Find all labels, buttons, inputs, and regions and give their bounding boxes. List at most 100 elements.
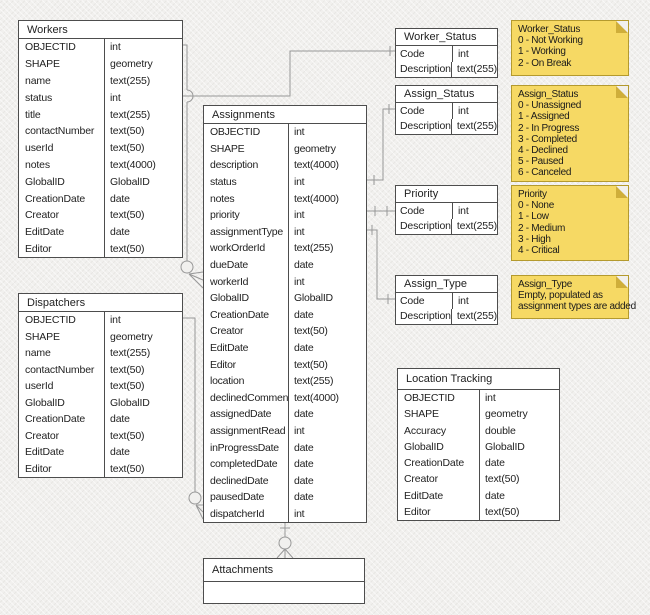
note-line: 6 - Canceled — [518, 167, 572, 179]
field-type: date — [288, 406, 366, 423]
field-row: SHAPE geometry — [19, 55, 182, 73]
field-name: notes — [210, 192, 235, 205]
field-name: title — [25, 108, 41, 121]
field-type: text(255) — [450, 218, 497, 234]
connector-dispatchers-assignments — [183, 317, 196, 492]
field-type: date — [479, 455, 559, 472]
note-line: 5 - Paused — [518, 156, 564, 168]
field-name: priority — [210, 209, 240, 222]
zero-cardinality-circle — [278, 536, 292, 550]
note-line: 0 - Not Working — [518, 35, 583, 47]
table-title: Assign_Status — [396, 86, 497, 103]
table-title: Location Tracking — [398, 369, 559, 390]
field-name: name — [25, 74, 51, 87]
note-line: 4 - Declined — [518, 145, 568, 157]
note-fold-icon — [616, 21, 628, 33]
field-name: status — [25, 91, 53, 104]
field-name: declinedComment — [210, 391, 288, 404]
field-type: date — [288, 256, 366, 274]
field-name: EditDate — [25, 226, 65, 239]
table-title: Assign_Type — [396, 276, 497, 293]
field-type: int — [288, 505, 366, 523]
note-title: Worker_Status — [518, 24, 581, 35]
field-type: int — [288, 273, 366, 290]
field-type: date — [288, 489, 366, 506]
field-name: Editor — [25, 242, 52, 255]
field-type: text(4000) — [288, 389, 366, 407]
field-type: text(255) — [104, 72, 182, 90]
field-type: text(4000) — [104, 156, 182, 174]
table-title: Attachments — [204, 559, 364, 582]
field-name: GlobalID — [210, 292, 249, 305]
field-type: date — [288, 472, 366, 490]
field-name: SHAPE — [25, 58, 60, 71]
field-name: SHAPE — [25, 330, 60, 343]
field-type: text(255) — [450, 61, 497, 77]
field-name: Creator — [404, 473, 438, 486]
field-name: contactNumber — [25, 125, 95, 138]
field-type: date — [288, 306, 366, 324]
field-name: Editor — [404, 505, 431, 518]
field-type: GlobalID — [104, 173, 182, 191]
field-type: int — [104, 89, 182, 107]
field-type: geometry — [288, 140, 366, 158]
connector-assignments-assignstatus — [367, 108, 395, 181]
field-type: date — [104, 444, 182, 461]
field-name: SHAPE — [404, 408, 439, 421]
note-title: Assign_Type — [518, 279, 572, 290]
field-name: SHAPE — [210, 142, 245, 155]
field-type: geometry — [104, 55, 182, 73]
field-name: userId — [25, 380, 54, 393]
entity-table-attachments[interactable]: Attachments — [203, 558, 365, 604]
field-name: declinedDate — [210, 474, 269, 487]
field-type: int — [452, 46, 497, 62]
field-type: text(255) — [450, 308, 497, 324]
field-type: text(4000) — [288, 157, 366, 174]
field-row: EditDate date — [19, 444, 182, 461]
field-type: GlobalID — [104, 394, 182, 411]
field-name: EditDate — [210, 342, 249, 355]
field-name: EditDate — [25, 446, 65, 459]
field-type: GlobalID — [479, 438, 559, 455]
note-line: Empty, populated as — [518, 290, 603, 302]
field-row: status int — [19, 89, 182, 107]
field-type: int — [288, 124, 366, 141]
